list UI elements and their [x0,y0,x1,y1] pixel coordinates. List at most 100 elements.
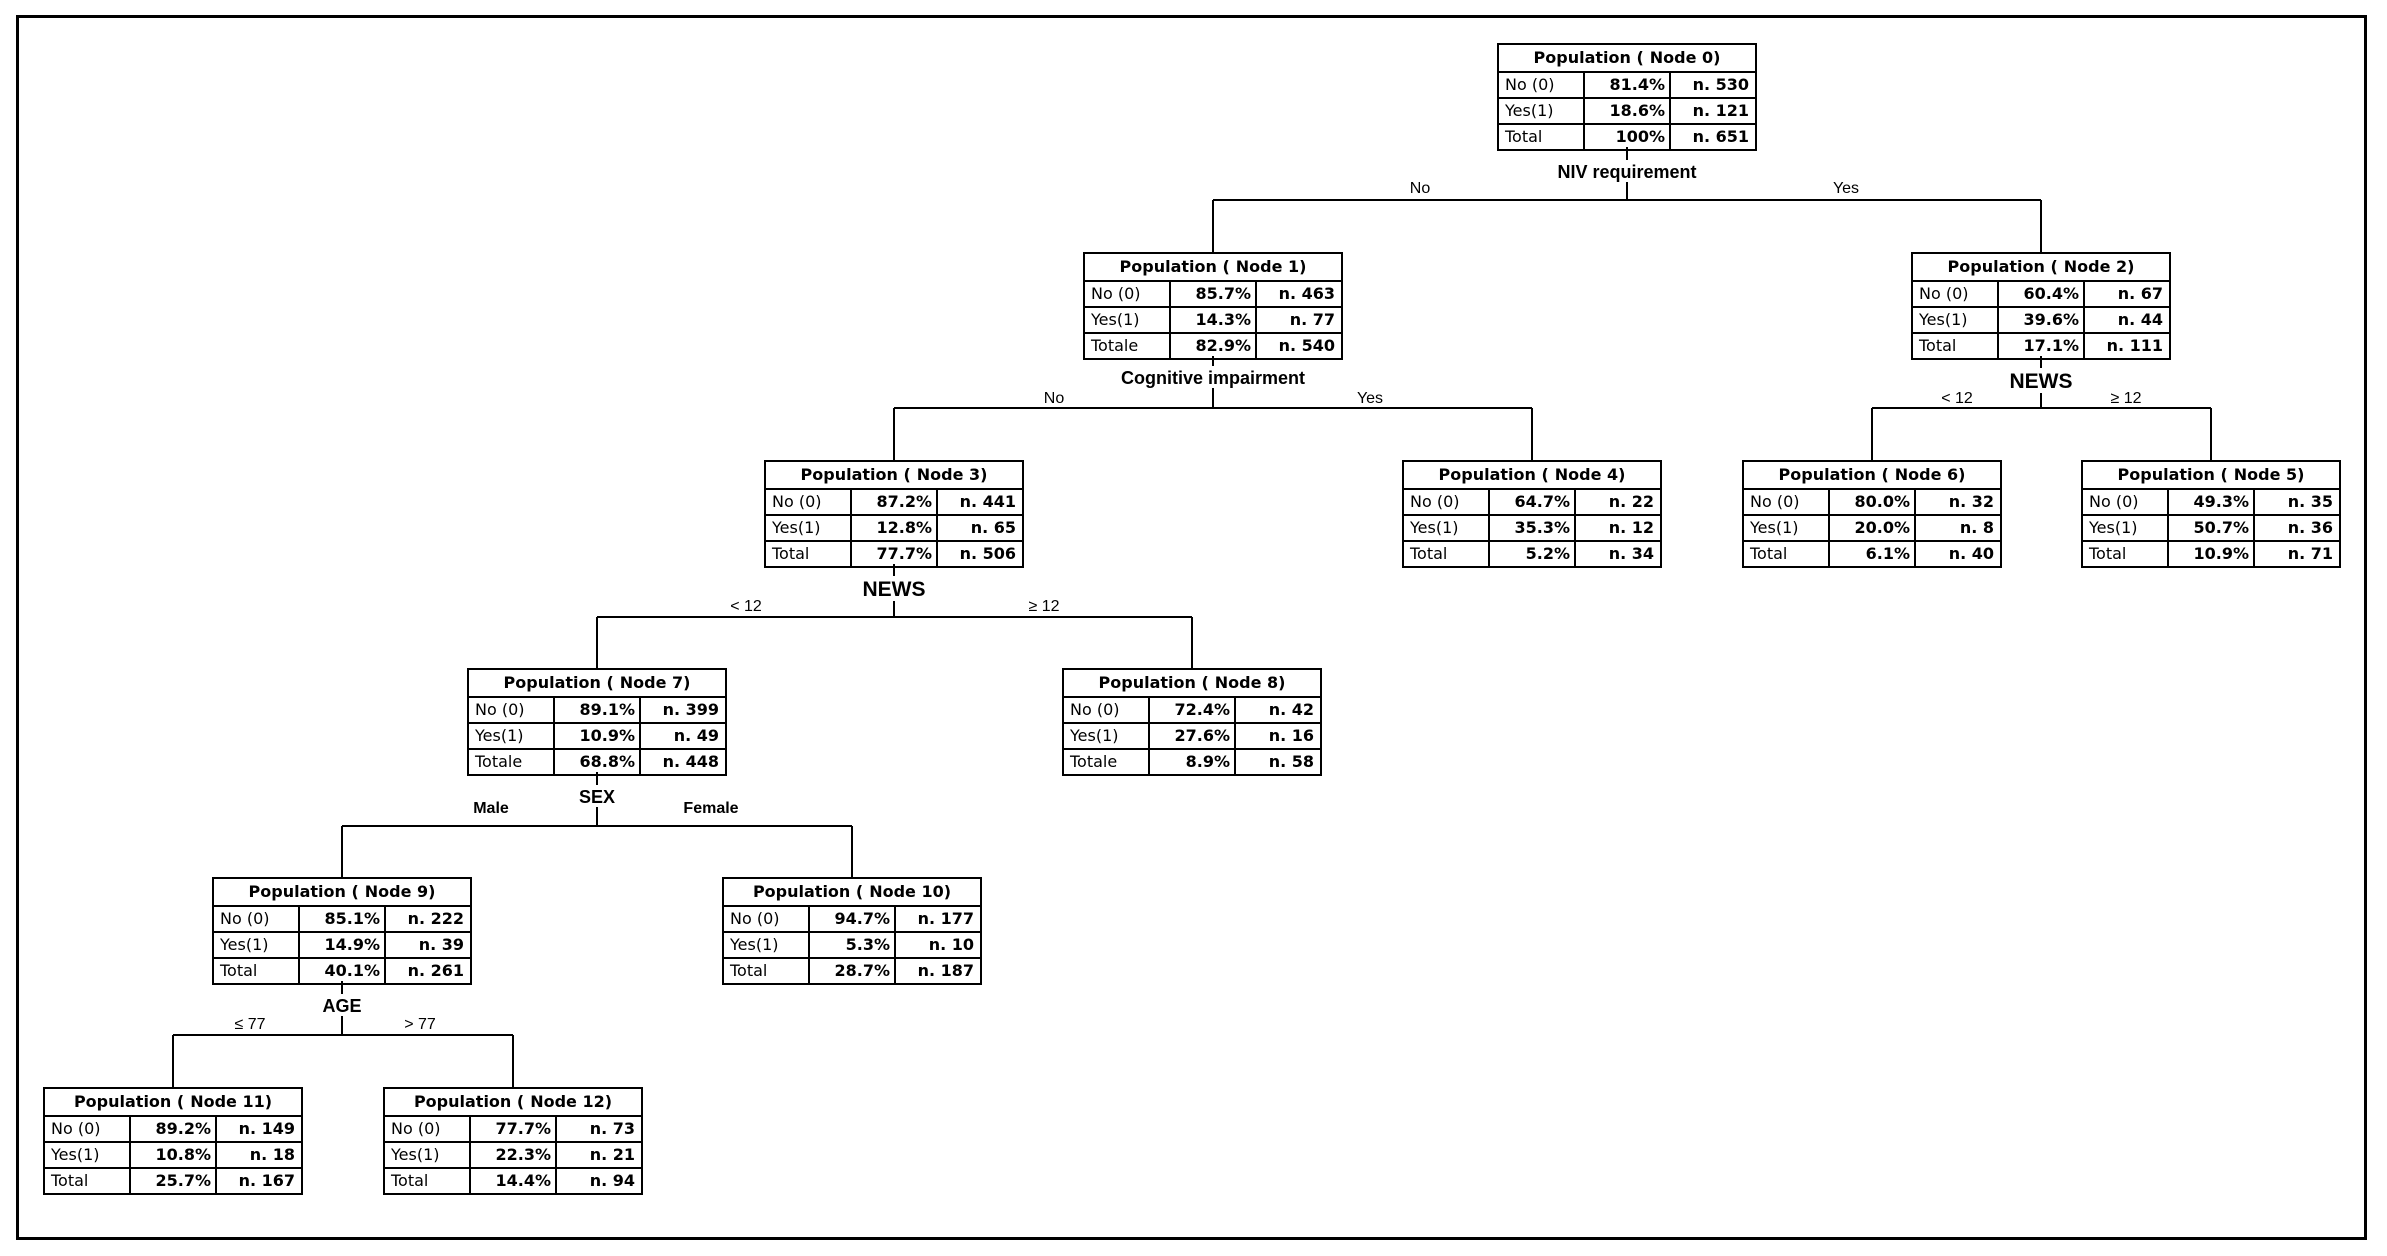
row-count: n. 10 [894,931,982,959]
row-percent: 80.0% [1828,488,1916,516]
row-label: Total [383,1167,471,1195]
row-label: No (0) [467,696,555,724]
node-row: No (0)87.2%n. 441 [764,488,1024,516]
row-percent: 10.8% [129,1141,217,1169]
row-label: Yes(1) [1911,306,1999,334]
node-row: No (0)64.7%n. 22 [1402,488,1662,516]
row-percent: 85.7% [1169,280,1257,308]
node-row: No (0)80.0%n. 32 [1742,488,2002,516]
node-row: No (0)60.4%n. 67 [1911,280,2171,308]
row-percent: 40.1% [298,957,386,985]
node-row: Yes(1)14.3%n. 77 [1083,306,1343,334]
row-label: Yes(1) [1742,514,1830,542]
row-label: No (0) [1911,280,1999,308]
row-label: No (0) [212,905,300,933]
split-variable-label: Cognitive impairment [1120,368,1306,388]
node-title-prefix: Population ( [2117,465,2228,484]
node-row: No (0)81.4%n. 530 [1497,71,1757,99]
row-count: n. 448 [639,748,727,776]
row-percent: 8.9% [1148,748,1236,776]
row-label: Yes(1) [212,931,300,959]
node-id-label: Node 7) [619,673,691,692]
node-id-label: Node 6) [1894,465,1966,484]
row-percent: 100% [1583,123,1671,151]
row-percent: 5.2% [1488,540,1576,568]
row-label: Yes(1) [722,931,810,959]
row-label: No (0) [1402,488,1490,516]
node-title: Population ( Node 6) [1742,460,2002,490]
node-row: Yes(1)12.8%n. 65 [764,514,1024,542]
node-id-label: Node 0) [1649,48,1721,67]
branch-label-right: Yes [1832,180,1860,197]
row-label: Yes(1) [1402,514,1490,542]
branch-label-left: ≤ 77 [234,1016,266,1033]
row-percent: 89.2% [129,1115,217,1143]
row-label: Total [1742,540,1830,568]
row-count: n. 540 [1255,332,1343,360]
row-label: Yes(1) [43,1141,131,1169]
row-percent: 12.8% [850,514,938,542]
row-count: n. 94 [555,1167,643,1195]
row-percent: 6.1% [1828,540,1916,568]
row-label: Totale [1062,748,1150,776]
node-id-label: Node 8) [1214,673,1286,692]
node-title-prefix: Population ( [1778,465,1889,484]
node-title: Population (Node 4) [1402,460,1662,490]
row-count: n. 167 [215,1167,303,1195]
row-percent: 14.9% [298,931,386,959]
node-row: No (0)49.3%n. 35 [2081,488,2341,516]
row-percent: 35.3% [1488,514,1576,542]
row-label: No (0) [1083,280,1171,308]
node-title-prefix: Population ( [800,465,911,484]
node-title-prefix: Population ( [1533,48,1644,67]
branch-label-right: Female [683,800,739,817]
split-variable-label: AGE [322,996,362,1016]
branch-label-left: No [1409,180,1431,197]
row-count: n. 177 [894,905,982,933]
row-label: Yes(1) [383,1141,471,1169]
node-title-prefix: Population ( [73,1092,185,1111]
row-label: Total [1497,123,1585,151]
split-variable-label: NEWS [2009,370,2073,393]
row-count: n. 530 [1669,71,1757,99]
row-label: Total [1911,332,1999,360]
row-count: n. 399 [639,696,727,724]
node-title-prefix: Population ( [248,882,359,901]
row-count: n. 65 [936,514,1024,542]
row-label: Total [1402,540,1490,568]
node-id-label: Node 3) [916,465,988,484]
node-row: Yes(1)50.7%n. 36 [2081,514,2341,542]
row-percent: 27.6% [1148,722,1236,750]
row-count: n. 44 [2083,306,2171,334]
row-label: Yes(1) [1083,306,1171,334]
row-count: n. 12 [1574,514,1662,542]
row-count: n. 58 [1234,748,1322,776]
row-percent: 49.3% [2167,488,2255,516]
row-count: n. 16 [1234,722,1322,750]
row-label: Total [43,1167,131,1195]
row-count: n. 8 [1914,514,2002,542]
row-label: Total [212,957,300,985]
row-percent: 85.1% [298,905,386,933]
row-label: No (0) [764,488,852,516]
row-label: No (0) [2081,488,2169,516]
row-count: n. 32 [1914,488,2002,516]
node-title: Population (Node 12) [383,1087,643,1117]
row-percent: 18.6% [1583,97,1671,125]
split-variable-label: NEWS [862,578,926,601]
node-title-prefix: Population ( [752,882,864,901]
row-count: n. 149 [215,1115,303,1143]
row-percent: 77.7% [850,540,938,568]
